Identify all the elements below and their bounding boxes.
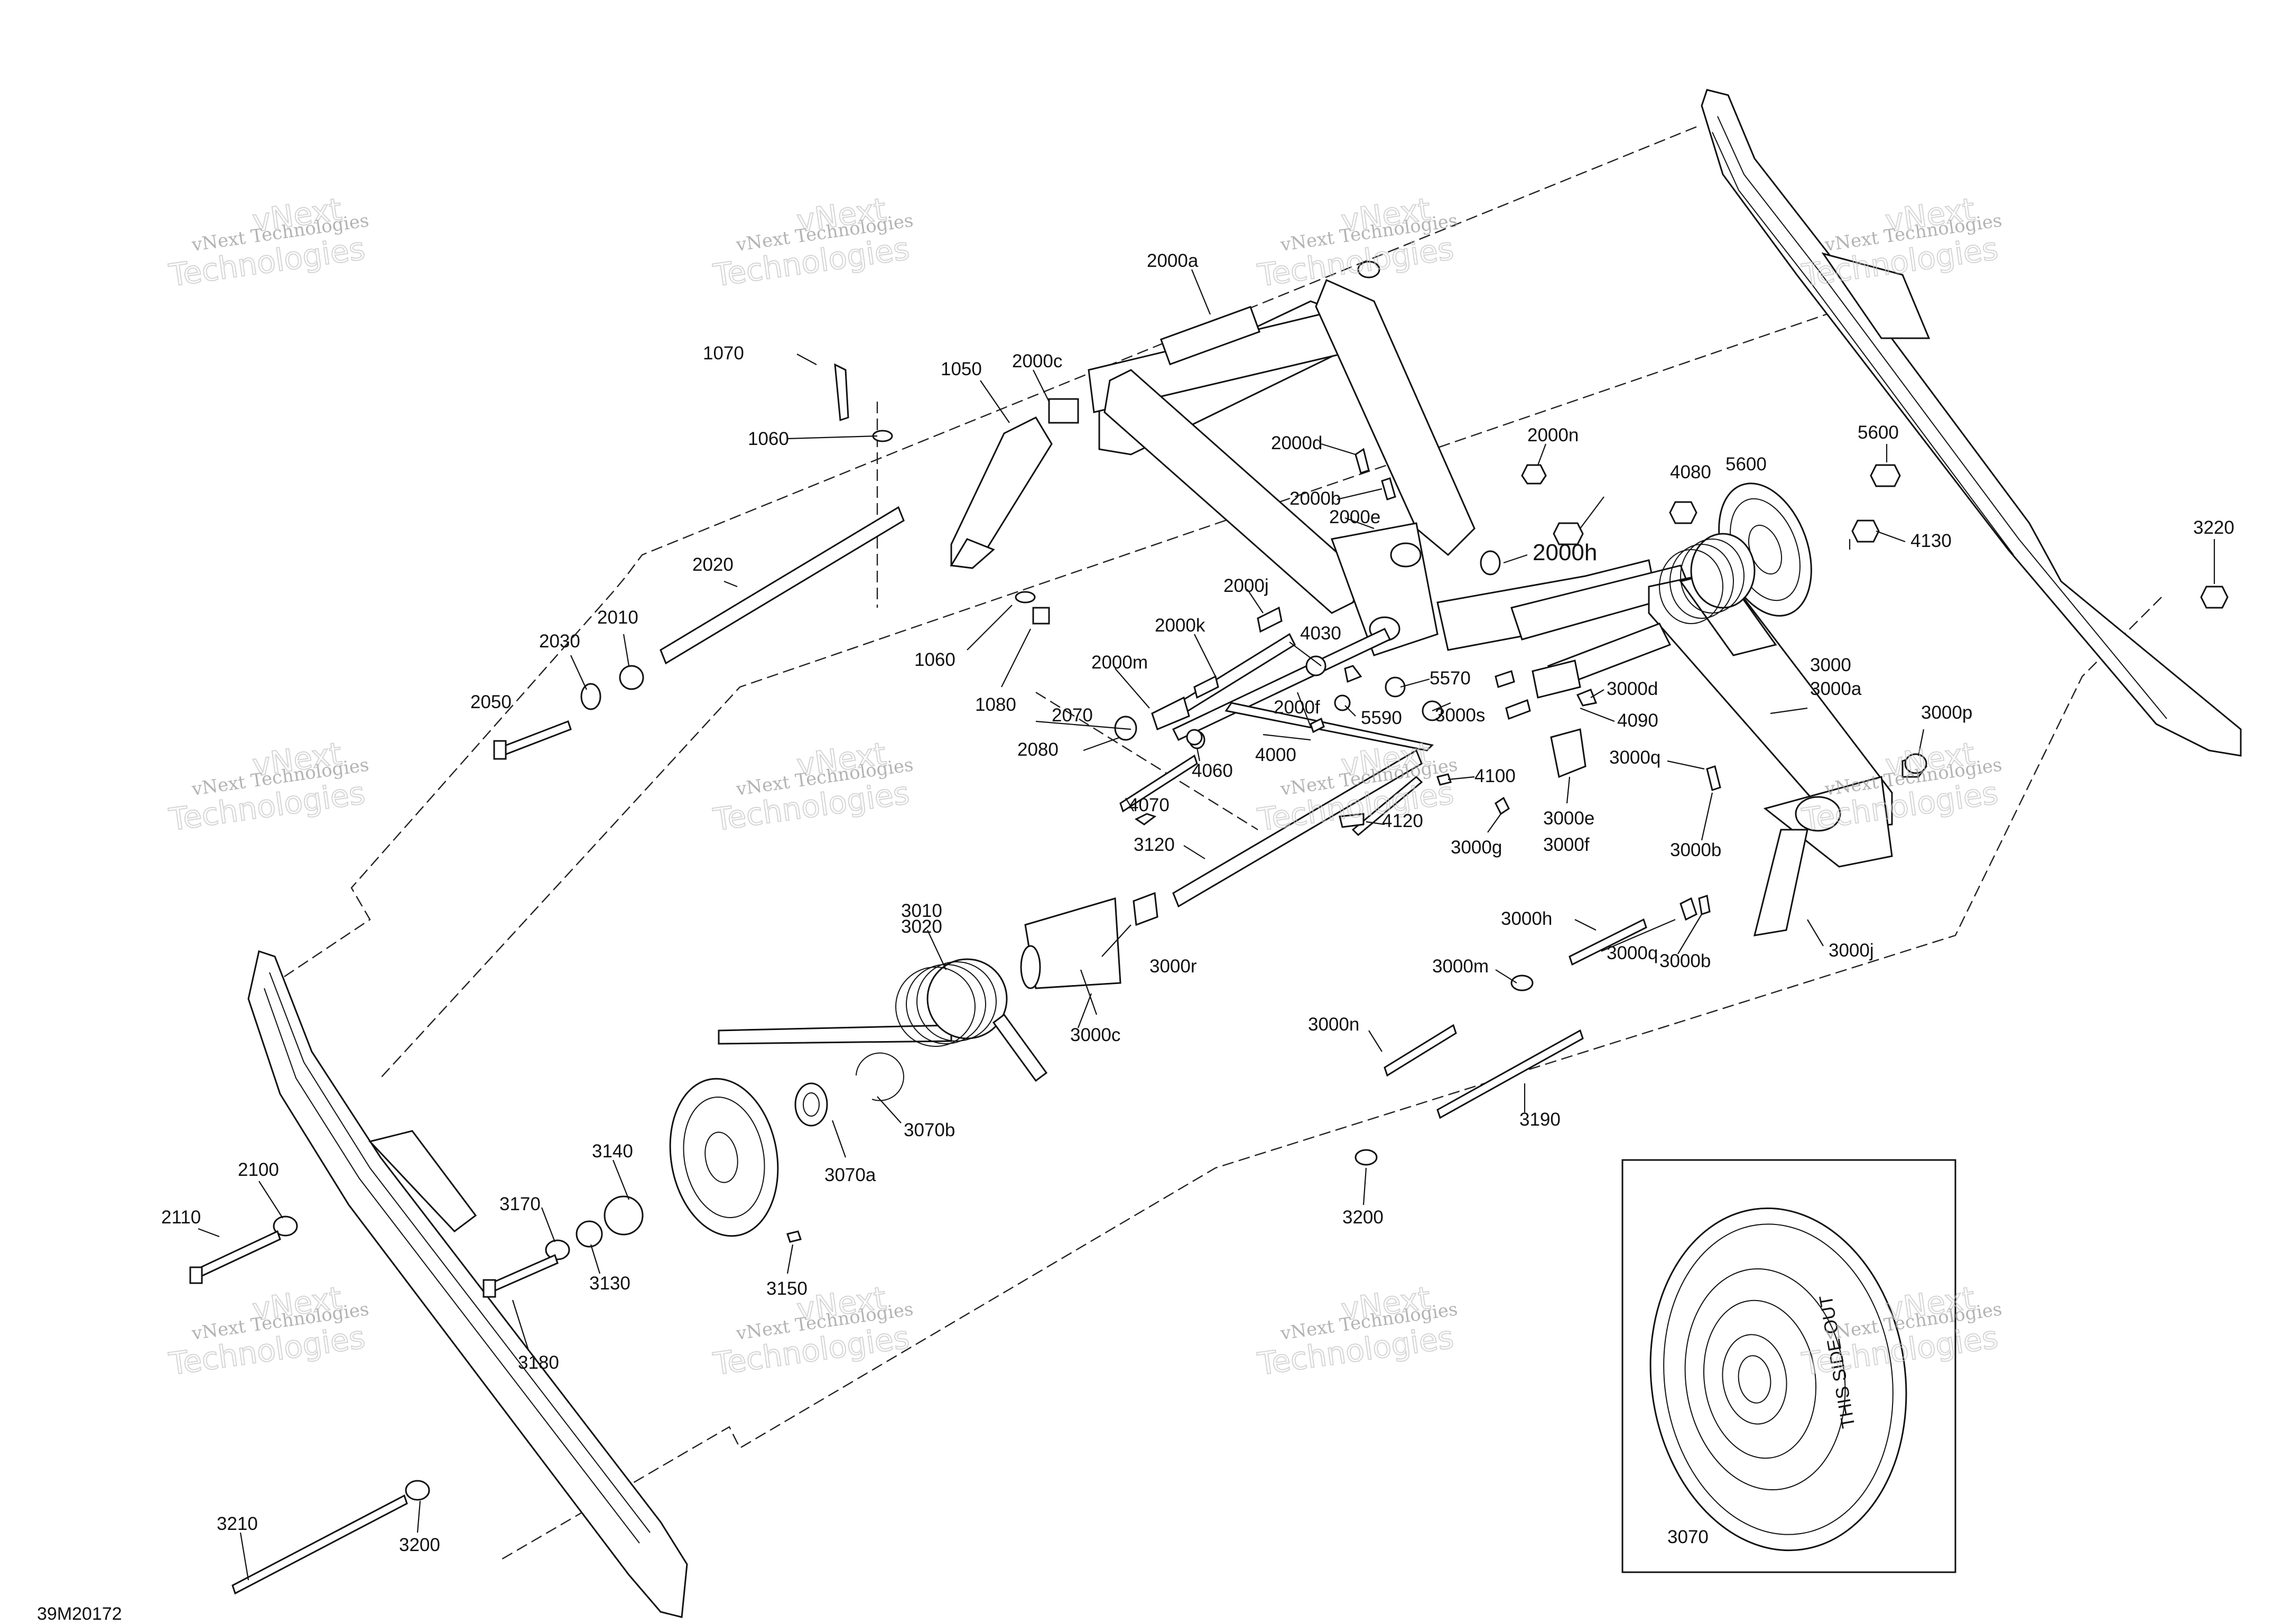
upper-arm [1436, 559, 1693, 651]
callout-label: 3140 [592, 1141, 633, 1162]
callout-label: 3130 [589, 1273, 630, 1294]
callout-label: 1050 [941, 359, 982, 379]
callout-label: 3000j [1829, 940, 1874, 961]
callout-label: 2010 [597, 607, 638, 628]
callout-label: 2030 [539, 631, 580, 652]
callout-label: 3000c [1070, 1025, 1120, 1045]
callout-label: 3000b [1659, 951, 1711, 971]
inset-part-number: 3070 [1667, 1527, 1709, 1547]
callout-label: 3200 [1342, 1207, 1384, 1228]
bracket-1050 [950, 416, 1053, 569]
callout-label: 4000 [1255, 745, 1296, 765]
callout-label: 3210 [217, 1514, 258, 1534]
callout-label: 1070 [703, 343, 744, 364]
callout-label: 2000h [1533, 540, 1597, 565]
rear-spring-right [1659, 482, 1812, 624]
callout-label: 3070b [904, 1120, 955, 1140]
callout-label: 3020 [901, 916, 942, 937]
front-arm [1088, 261, 1476, 656]
callout-label: 3000s [1435, 705, 1485, 726]
inset-box: THIS SIDE OUT 3070 [1621, 1159, 1956, 1573]
shafts [660, 506, 1647, 1119]
callout-label: 3120 [1134, 834, 1175, 855]
callout-label: 4070 [1128, 795, 1170, 815]
callout-label: 5590 [1361, 708, 1402, 728]
callout-label: 4030 [1300, 623, 1341, 644]
left-rail [247, 950, 688, 1618]
callout-label: 3000 [1810, 655, 1851, 675]
wheel-exploded [669, 1052, 904, 1237]
callout-label: 2000c [1012, 351, 1062, 372]
callout-labels: 1070 1050 2000c 2000a 1060 2000d 2000n 5… [161, 250, 2234, 1555]
callout-label: 3000g [1451, 837, 1502, 858]
callout-label: 2110 [161, 1207, 201, 1228]
callout-label: 2100 [238, 1159, 279, 1180]
callout-label: 2000a [1147, 250, 1199, 271]
callout-label: 3000q [1607, 943, 1658, 963]
callout-label: 2000j [1223, 576, 1269, 596]
callout-label: 4100 [1474, 766, 1516, 786]
callout-label: 3000m [1432, 956, 1489, 977]
callout-label: 5600 [1725, 454, 1767, 475]
callout-label: 5600 [1858, 422, 1899, 443]
callout-label: 2000d [1271, 433, 1322, 453]
callout-label: 4120 [1382, 811, 1423, 831]
callout-label: 2000b [1289, 488, 1341, 509]
callout-label: 2000k [1155, 615, 1205, 636]
callout-label: 2000m [1091, 652, 1148, 673]
callout-label: 2000e [1329, 507, 1380, 527]
callout-label: 3000r [1149, 956, 1197, 977]
front-spring [718, 897, 1121, 1082]
assembly-dashed-lines [274, 126, 2162, 1560]
callout-label: 3170 [499, 1194, 541, 1214]
callout-label: 3000p [1921, 702, 1972, 723]
small-parts [189, 363, 2229, 1595]
figure-id: 39M20172 [37, 1604, 122, 1624]
callout-label: 4130 [1910, 531, 1952, 551]
callout-label: 3220 [2193, 517, 2234, 538]
callout-label: 2080 [1017, 739, 1059, 760]
callout-label: 5570 [1430, 668, 1471, 689]
right-rail [1701, 89, 2242, 757]
callout-label: 4090 [1617, 710, 1658, 731]
callout-label: 3000n [1308, 1014, 1359, 1035]
callout-label: 2070 [1052, 705, 1093, 726]
callout-label: 1060 [748, 429, 789, 449]
callout-label: 3000e [1543, 808, 1594, 829]
callout-label: 3000d [1607, 679, 1658, 699]
callout-label: 3190 [1519, 1109, 1561, 1130]
callout-label: 3000b [1670, 840, 1721, 860]
callout-label: 1080 [975, 694, 1016, 715]
callout-label: 3180 [518, 1352, 559, 1373]
rear-arm [1547, 570, 1893, 936]
callout-label: 3000q [1609, 747, 1660, 768]
callout-label: 4060 [1192, 760, 1233, 781]
leader-lines [198, 269, 2215, 1581]
callout-label: 3000f [1543, 834, 1590, 855]
callout-label: 3150 [766, 1278, 808, 1299]
callout-label: 2020 [692, 554, 734, 575]
callout-label: 2000f [1274, 697, 1320, 718]
callout-label: 3070a [824, 1165, 876, 1185]
callout-label: 3200 [399, 1535, 440, 1555]
callout-label: 2000n [1527, 425, 1579, 446]
callout-label: 3000a [1810, 679, 1862, 699]
callout-label: 1060 [914, 649, 955, 670]
callout-label: 2050 [470, 692, 512, 712]
callout-label: 4080 [1670, 462, 1711, 482]
callout-label: 3000h [1501, 908, 1552, 929]
callout-label: 3010 [901, 901, 942, 921]
